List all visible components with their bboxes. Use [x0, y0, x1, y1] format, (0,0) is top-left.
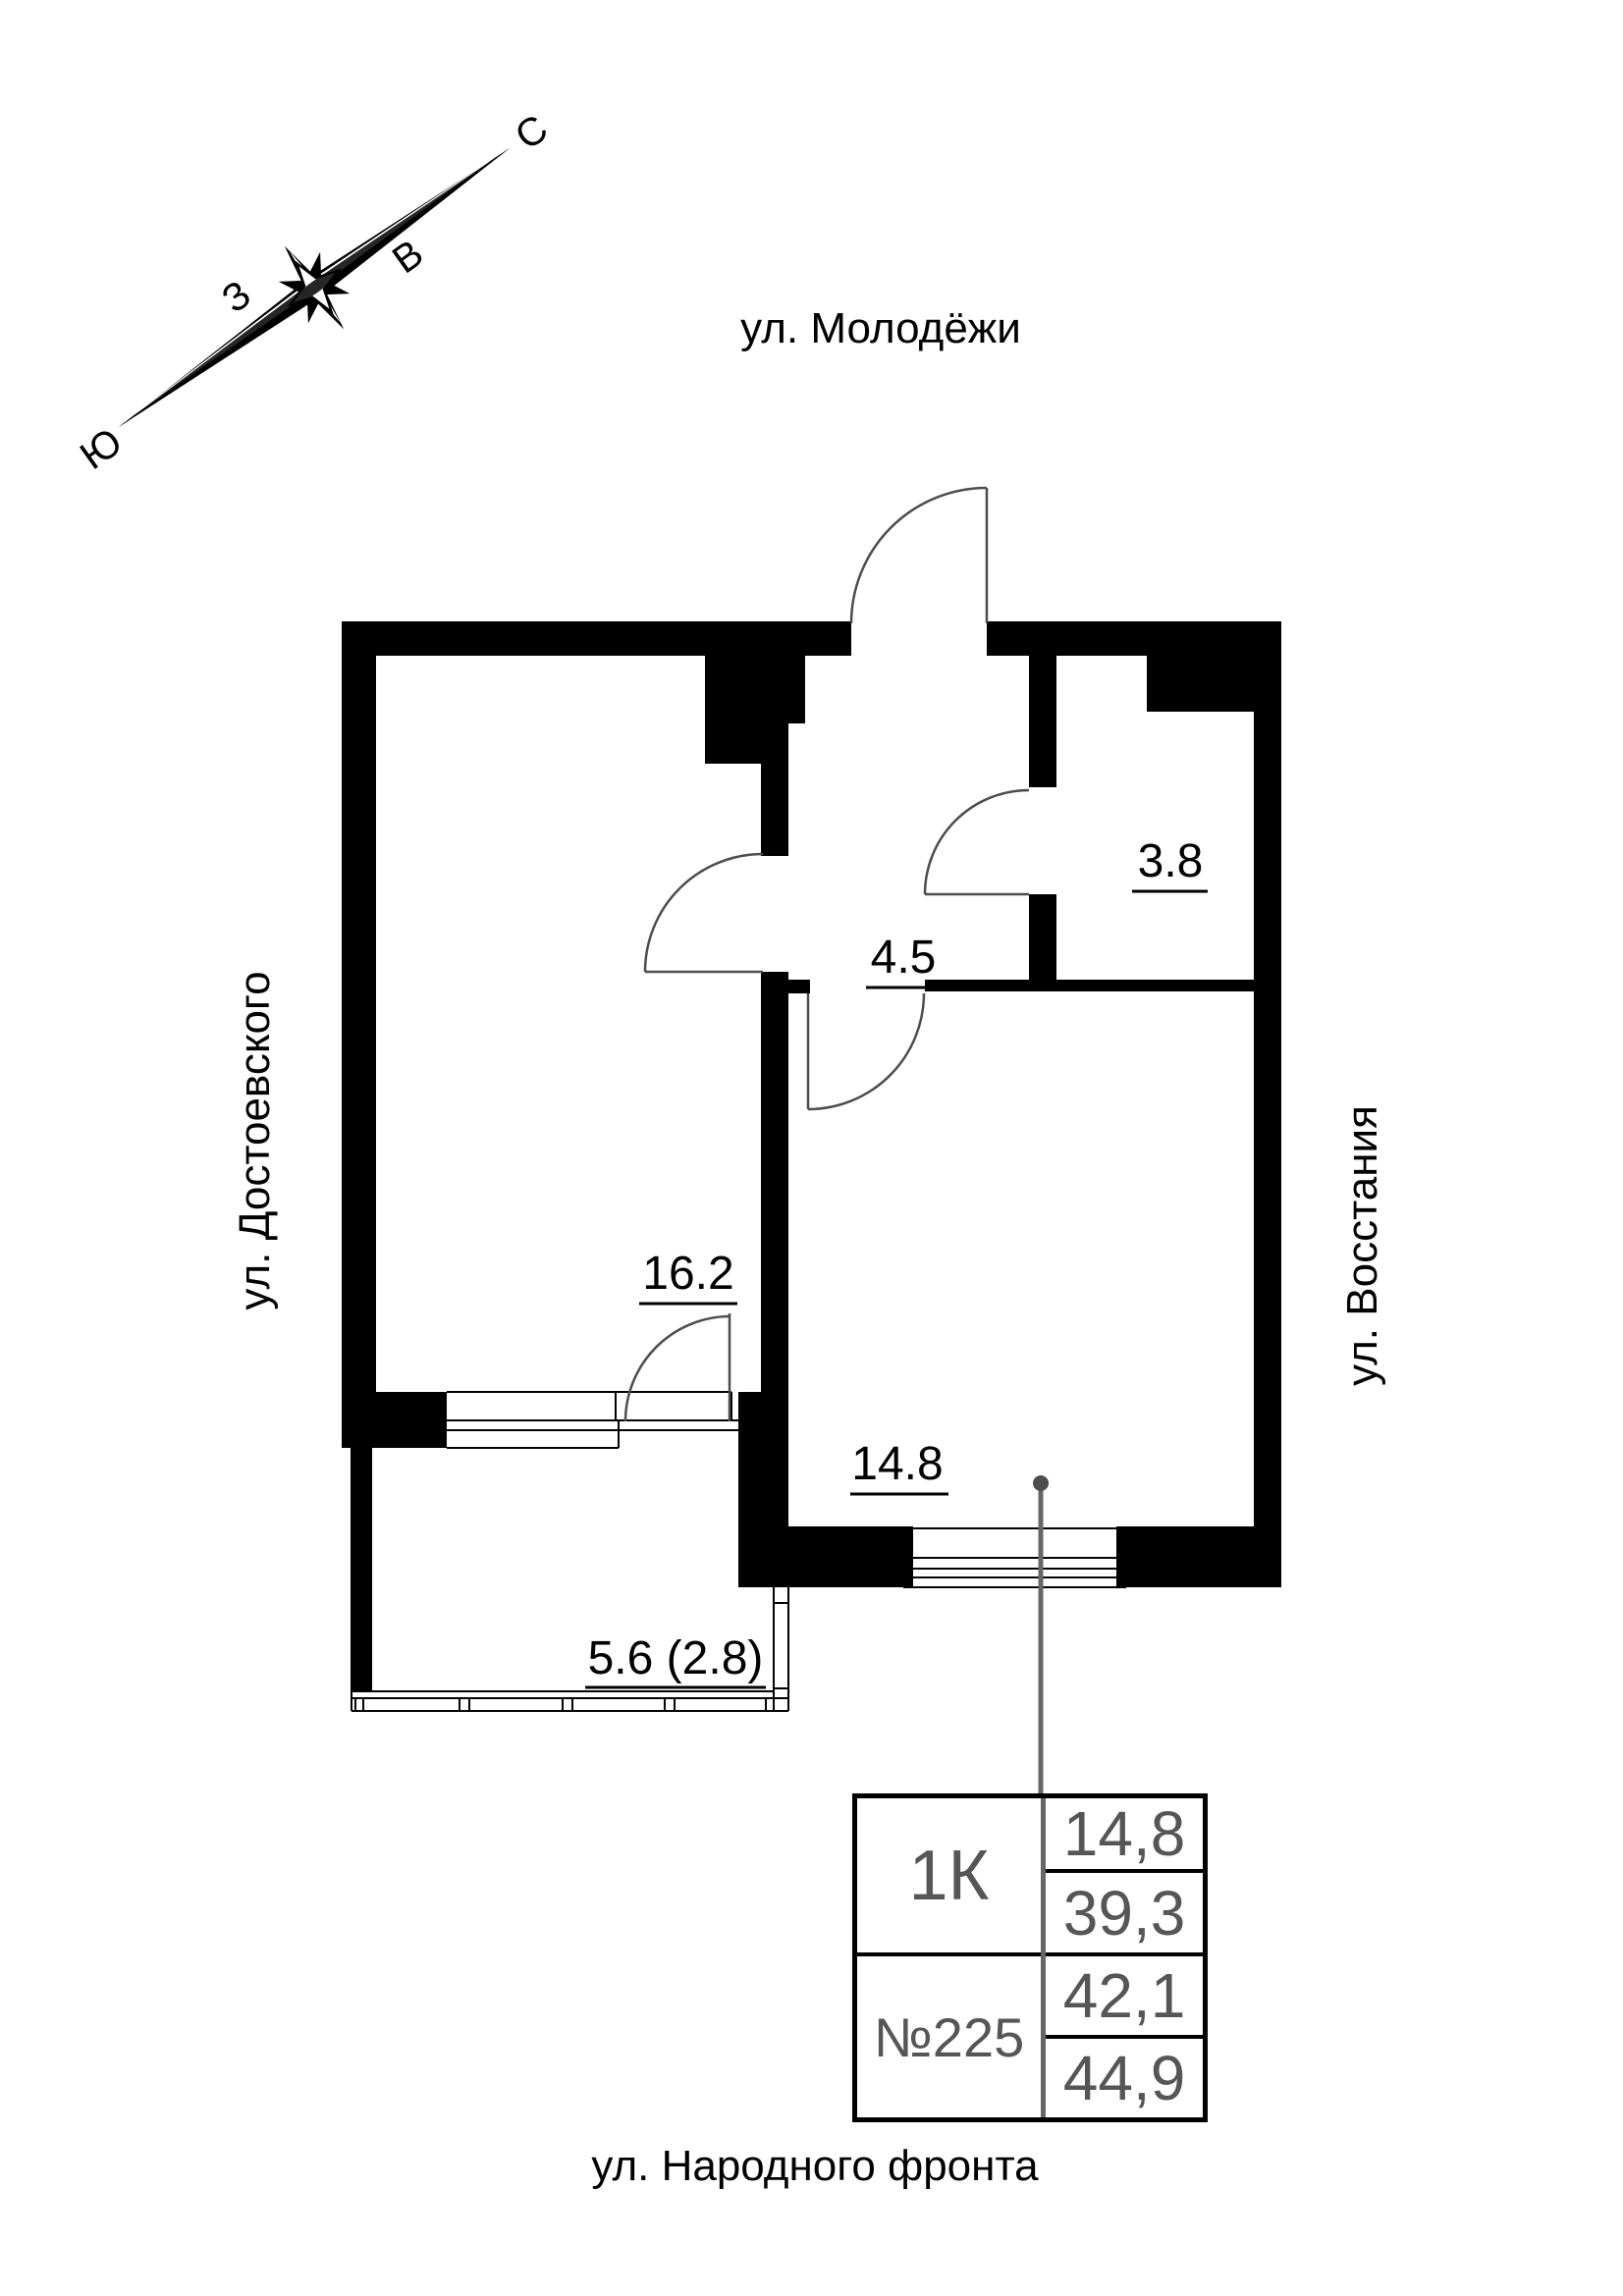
wall-bath-divider-bottom	[1029, 894, 1056, 991]
wall-top-left	[342, 621, 851, 656]
area-value-2: 39,3	[1046, 1873, 1203, 1956]
area-label-hall: 4.5	[871, 932, 937, 984]
door-hall-kitchen	[806, 992, 926, 1111]
door-entrance	[849, 486, 989, 624]
wall-left	[342, 621, 376, 1448]
door-living-room	[643, 852, 764, 974]
compass-rose-icon: С Ю З В	[73, 107, 556, 478]
wall-balcony-left	[351, 1448, 372, 1691]
wall-right	[1254, 621, 1281, 1587]
area-value-3: 42,1	[1046, 1956, 1203, 2039]
leader-line	[1033, 1475, 1049, 1796]
info-table-right-column: 14,8 39,3 42,1 44,9	[1041, 1798, 1203, 2117]
wall-bath-thin	[925, 980, 1254, 991]
area-label-living-room: 16.2	[642, 1248, 733, 1300]
apartment-type-label: 1К	[857, 1798, 1041, 1956]
compass-west-label: З	[214, 273, 258, 322]
door-bathroom	[923, 788, 1030, 896]
street-label-right: ул. Восстания	[1338, 1105, 1386, 1386]
area-label-bathroom: 3.8	[1138, 835, 1204, 887]
street-label-top: ул. Молодёжи	[740, 304, 1021, 352]
apartment-number-label: №225	[873, 2005, 1025, 2068]
wall-bottom-left	[738, 1526, 913, 1587]
area-label-balcony: 5.6 (2.8)	[588, 1632, 764, 1684]
walls	[342, 621, 1281, 1691]
compass-south-label: Ю	[73, 420, 130, 478]
area-label-kitchen-living: 14.8	[851, 1438, 943, 1490]
leader-dot	[1033, 1475, 1049, 1491]
info-table-left-column: 1К №225	[857, 1798, 1041, 2117]
wall-bath-divider-top	[1029, 656, 1056, 787]
street-label-bottom: ул. Народного фронта	[591, 2142, 1039, 2190]
wall-inner-column	[761, 972, 788, 1392]
wall-window-block	[342, 1392, 447, 1448]
apartment-info-table: 1К №225 14,8 39,3 42,1 44,9	[852, 1793, 1208, 2122]
balcony-glazing	[351, 1587, 789, 1712]
wall-bottom-right	[1116, 1526, 1267, 1587]
area-value-4: 44,9	[1062, 2043, 1186, 2113]
compass-north-label: С	[508, 107, 556, 159]
door-balcony	[623, 1313, 731, 1422]
windows	[351, 1391, 1127, 1712]
street-label-left: ул. Достоевского	[231, 971, 279, 1310]
wall-entry-block	[705, 656, 805, 723]
room-labels: 3.8 4.5 16.2 14.8 5.6 (2.8)	[585, 835, 1208, 1689]
doors	[623, 486, 1030, 1422]
area-value-1: 14,8	[1046, 1798, 1203, 1873]
